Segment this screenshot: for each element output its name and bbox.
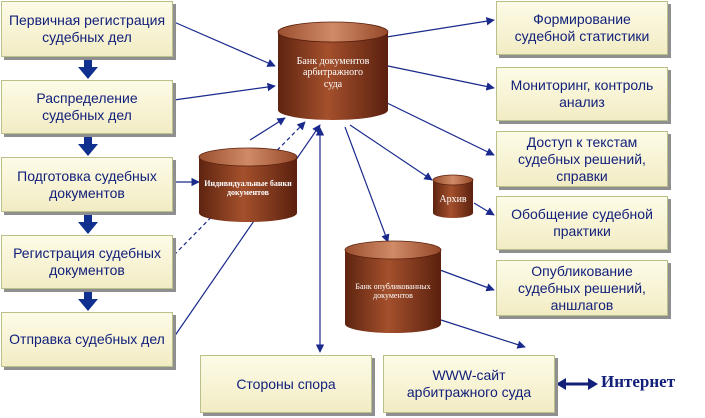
chain-arrow-1 xyxy=(78,57,98,79)
archive-cylinder xyxy=(432,174,474,218)
main-bank-label: Банк документов арбитражного суда xyxy=(296,55,370,90)
box-generalization-label: Обобщение судебной практики xyxy=(511,206,653,239)
arrow-bank-to-published xyxy=(344,126,390,243)
main-bank-cylinder xyxy=(277,21,389,120)
box-website-label: WWW-сайт арбитражного суда xyxy=(406,367,532,400)
box-monitoring-label: Мониторинг, контроль анализ xyxy=(510,77,654,110)
box-parties-label: Стороны спора xyxy=(236,375,336,392)
individual-bank-cylinder xyxy=(198,147,298,222)
box-case-distribution-label: Распределение судебных дел xyxy=(36,90,138,123)
box-document-preparation-label: Подготовка судебных документов xyxy=(17,167,157,201)
individual-bank-label: Индивидуальные банки документов xyxy=(204,178,292,197)
box-generalization: Обобщение судебной практики xyxy=(496,196,668,250)
box-website: WWW-сайт арбитражного суда xyxy=(383,355,555,413)
box-document-preparation: Подготовка судебных документов xyxy=(1,157,173,212)
arrow-bank-to-statistics xyxy=(379,17,495,39)
box-monitoring: Мониторинг, контроль анализ xyxy=(496,67,668,121)
box-statistics-label: Формирование судебной статистики xyxy=(514,11,650,44)
box-publication: Опубликование судебных решений, аншлагов xyxy=(496,260,668,316)
published-bank-label: Банк опубликованных документов xyxy=(355,281,431,300)
box-primary-registration-label: Первичная регистрация судебных дел xyxy=(8,12,166,45)
box-publication-label: Опубликование судебных решений, аншлагов xyxy=(518,262,646,313)
arrow-bank-to-archive xyxy=(349,124,433,181)
arrow-bank-to-access xyxy=(384,101,495,156)
box-access-texts-label: Доступ к текстам судебных решений, справ… xyxy=(518,133,646,184)
chain-arrow-3 xyxy=(78,212,98,234)
arrow-registration-to-bank xyxy=(173,21,276,67)
chain-arrows xyxy=(78,57,98,311)
box-statistics: Формирование судебной статистики xyxy=(496,1,668,55)
box-case-distribution: Распределение судебных дел xyxy=(1,80,173,134)
arrow-bank-to-monitoring xyxy=(387,65,495,91)
box-document-registration-label: Регистрация судебных документов xyxy=(13,245,161,278)
website-internet-arrow xyxy=(556,378,598,390)
box-case-sending: Отправка судебных дел xyxy=(1,312,173,367)
box-document-registration: Регистрация судебных документов xyxy=(1,235,173,289)
box-primary-registration: Первичная регистрация судебных дел xyxy=(1,1,173,57)
archive-label: Архив xyxy=(439,194,467,206)
arrow-archive-to-generalization xyxy=(473,202,495,216)
published-bank-cylinder xyxy=(344,240,442,333)
arrow-published-to-website xyxy=(440,319,526,349)
arrow-individual-to-bank xyxy=(249,117,286,141)
arrow-published-to-publication xyxy=(439,269,495,292)
arrow-distribution-to-bank xyxy=(173,82,276,101)
box-case-sending-label: Отправка судебных дел xyxy=(9,331,165,347)
chain-arrow-4 xyxy=(78,289,98,311)
box-parties: Стороны спора xyxy=(200,355,372,413)
internet-label: Интернет xyxy=(601,372,676,391)
chain-arrow-2 xyxy=(78,134,98,156)
box-access-texts: Доступ к текстам судебных решений, справ… xyxy=(496,131,668,187)
